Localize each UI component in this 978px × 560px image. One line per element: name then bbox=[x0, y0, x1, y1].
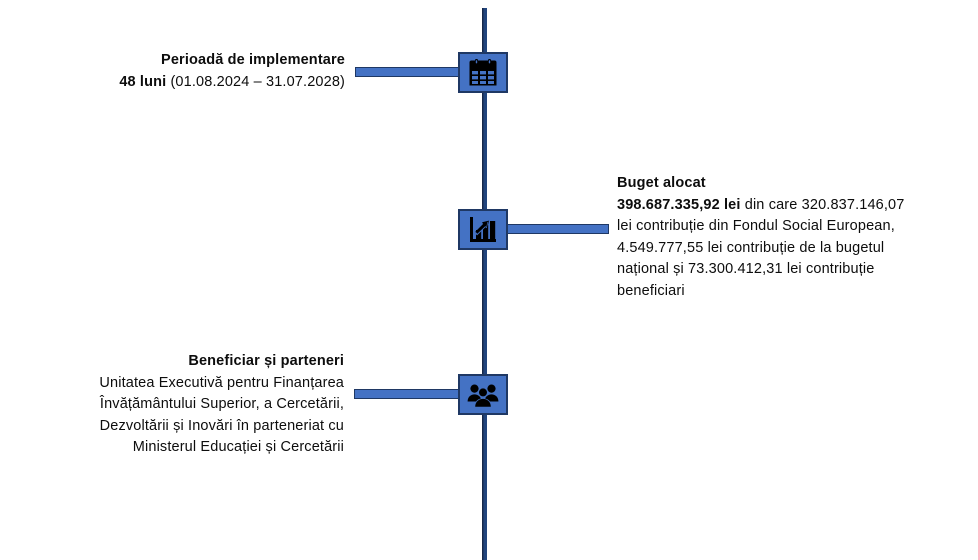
calendar-icon[interactable] bbox=[458, 52, 508, 93]
budget-body: 398.687.335,92 lei din care 320.837.146,… bbox=[617, 195, 917, 303]
period-heading: Perioadă de implementare bbox=[161, 52, 345, 68]
connector-beneficiary bbox=[354, 389, 464, 399]
period-body: 48 luni (01.08.2024 – 31.07.2028) bbox=[60, 72, 345, 94]
connector-period bbox=[355, 67, 463, 77]
budget-total-amount: 398.687.335,92 lei bbox=[617, 196, 741, 213]
budget-breakdown: din care 320.837.146,07 lei contribuție … bbox=[617, 196, 905, 299]
period-dates: (01.08.2024 – 31.07.2028) bbox=[166, 73, 345, 90]
timeline-spine-highlight bbox=[484, 8, 487, 560]
beneficiary-body: Unitatea Executivă pentru Finanțarea Înv… bbox=[99, 374, 344, 456]
timeline-spine bbox=[482, 8, 487, 560]
bar-chart-growth-icon[interactable] bbox=[458, 209, 508, 250]
budget-text-block: Buget alocat 398.687.335,92 lei din care… bbox=[617, 173, 917, 302]
connector-budget bbox=[505, 224, 609, 234]
period-duration: 48 luni bbox=[119, 73, 167, 90]
beneficiary-heading: Beneficiar și parteneri bbox=[188, 353, 344, 369]
period-text-block: Perioadă de implementare 48 luni (01.08.… bbox=[60, 50, 345, 93]
beneficiary-text-block: Beneficiar și parteneri Unitatea Executi… bbox=[72, 351, 344, 459]
budget-heading: Buget alocat bbox=[617, 175, 706, 191]
people-group-icon[interactable] bbox=[458, 374, 508, 415]
